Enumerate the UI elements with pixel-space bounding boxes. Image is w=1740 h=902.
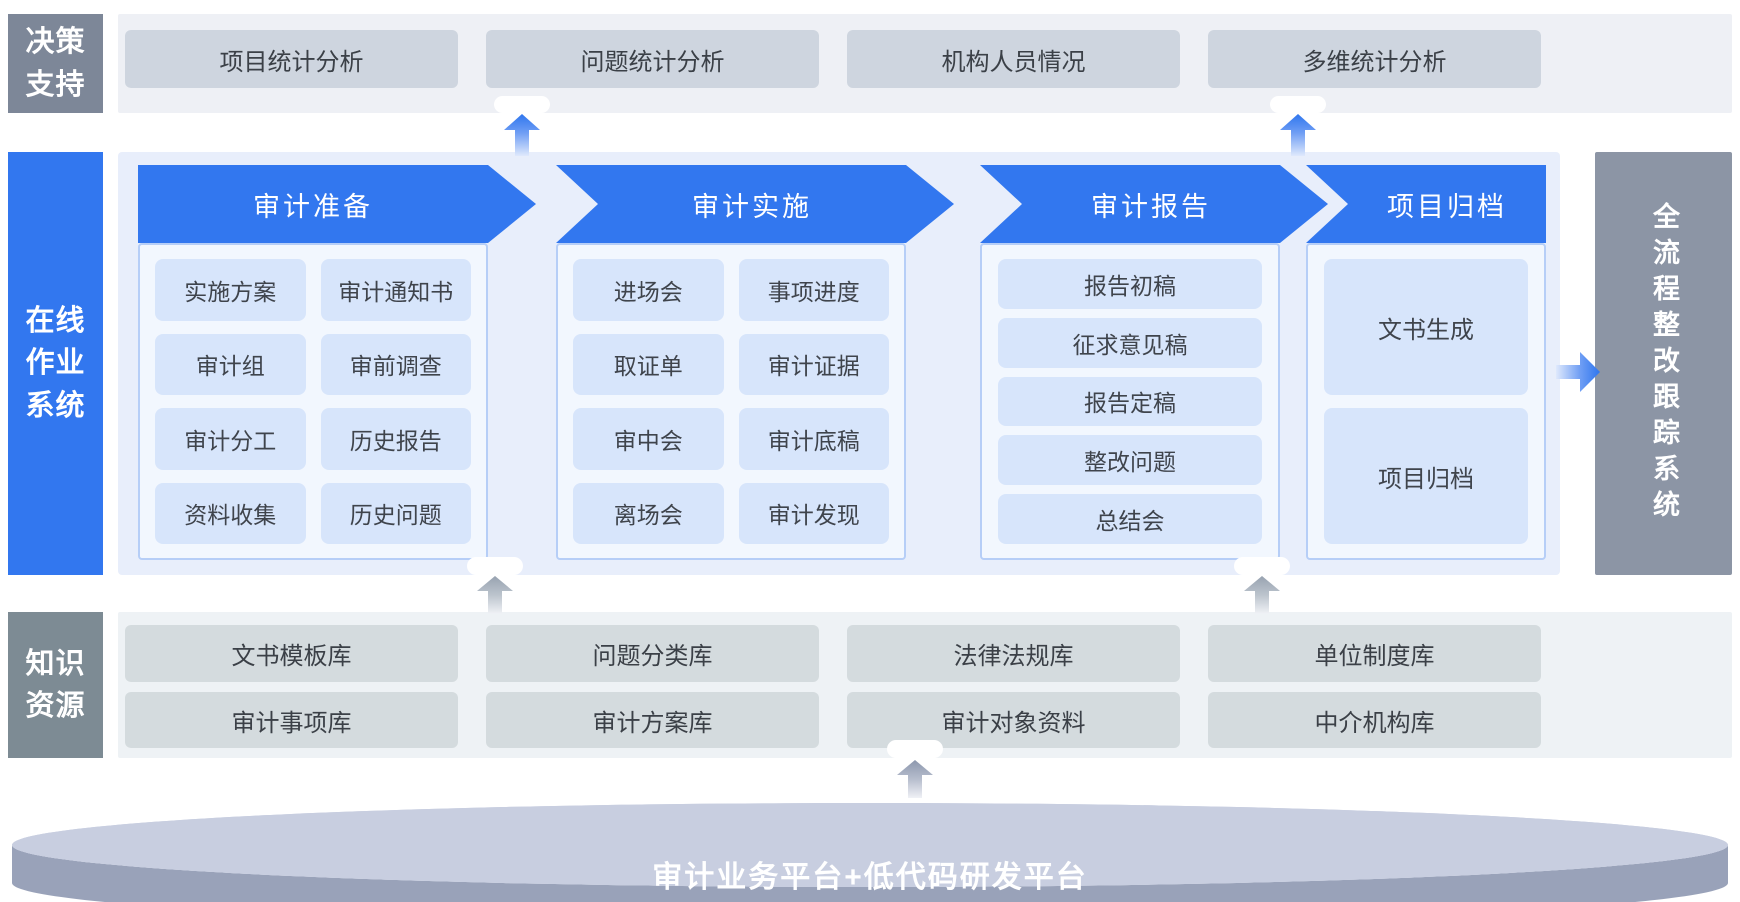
knowledge-item-doc-templates: 文书模板库: [125, 625, 458, 682]
task-chip: 实施方案: [155, 259, 306, 321]
task-chip: 总结会: [998, 494, 1262, 544]
task-chip: 历史报告: [320, 408, 471, 470]
arrow-slot: [887, 740, 943, 758]
platform-disk: [12, 803, 1728, 902]
stage-banner-label: 审计准备: [253, 191, 373, 222]
decision-support-label: 决策支持: [8, 14, 103, 113]
platform-label: 审计业务平台+低代码研发平台: [652, 861, 1088, 894]
task-chip: 审前调查: [320, 333, 471, 395]
task-chip: 审计通知书: [320, 259, 471, 321]
knowledge-item-auditee-data: 审计对象资料: [847, 692, 1180, 748]
tracking-system-label: 全流程整改跟踪系统: [1649, 201, 1679, 526]
task-chip: 报告初稿: [998, 259, 1262, 309]
task-chip: 审计底稿: [738, 408, 889, 470]
task-chip: 审计发现: [738, 482, 889, 544]
stage-banner-label: 审计报告: [1091, 191, 1211, 222]
knowledge-item-intermediaries: 中介机构库: [1208, 692, 1541, 748]
task-chip: 审计组: [155, 333, 306, 395]
stage-banner-label: 审计实施: [692, 191, 812, 222]
decision-support-label-text: 决策支持: [25, 26, 86, 101]
up-arrow-icon: [897, 760, 933, 798]
up-arrow-icon: [1244, 576, 1280, 614]
task-chip: 历史问题: [320, 482, 471, 544]
right-arrow-icon: [1556, 352, 1600, 392]
task-chip: 项目归档: [1324, 408, 1528, 544]
knowledge-item-issue-categories: 问题分类库: [486, 625, 819, 682]
online-system-label-text: 在线作业系统: [25, 305, 86, 422]
decision-item-issue-stats: 问题统计分析: [486, 30, 819, 88]
task-chip: 审计证据: [738, 333, 889, 395]
task-chip: 离场会: [573, 482, 724, 544]
task-chip: 取证单: [573, 333, 724, 395]
up-arrow-icon: [477, 576, 513, 614]
task-chip: 事项进度: [738, 259, 889, 321]
tracking-system-bar: 全流程整改跟踪系统: [1595, 152, 1732, 575]
task-chip: 审中会: [573, 408, 724, 470]
task-chip: 整改问题: [998, 435, 1262, 486]
stage-panel-audit-implement: 进场会 事项进度 取证单 审计证据 审中会 审计底稿 离场会 审计发现: [556, 243, 906, 560]
knowledge-item-audit-matters: 审计事项库: [125, 692, 458, 748]
knowledge-item-audit-plans: 审计方案库: [486, 692, 819, 748]
stage-panel-audit-report: 报告初稿 征求意见稿 报告定稿 整改问题 总结会: [980, 243, 1280, 560]
up-arrow-icon: [504, 114, 540, 156]
arrow-slot: [467, 557, 523, 575]
task-chip: 文书生成: [1324, 259, 1528, 395]
decision-item-multidim-stats: 多维统计分析: [1208, 30, 1541, 88]
stage-banner-audit-implement: 审计实施: [556, 165, 954, 243]
knowledge-label: 知识资源: [8, 612, 103, 758]
decision-item-project-stats: 项目统计分析: [125, 30, 458, 88]
knowledge-label-text: 知识资源: [25, 647, 86, 722]
online-system-label: 在线作业系统: [8, 152, 103, 575]
stage-panel-project-archive: 文书生成 项目归档: [1306, 243, 1546, 560]
knowledge-item-laws: 法律法规库: [847, 625, 1180, 682]
task-chip: 进场会: [573, 259, 724, 321]
knowledge-item-unit-rules: 单位制度库: [1208, 625, 1541, 682]
arrow-slot: [494, 96, 550, 113]
task-chip: 资料收集: [155, 482, 306, 544]
decision-item-org-staff: 机构人员情况: [847, 30, 1180, 88]
task-chip: 审计分工: [155, 408, 306, 470]
stage-banner-audit-report: 审计报告: [980, 165, 1328, 243]
task-chip: 征求意见稿: [998, 317, 1262, 368]
stage-banner-audit-prep: 审计准备: [138, 165, 536, 243]
up-arrow-icon: [1280, 114, 1316, 156]
stage-panel-audit-prep: 实施方案 审计通知书 审计组 审前调查 审计分工 历史报告 资料收集 历史问题: [138, 243, 488, 560]
task-chip: 报告定稿: [998, 376, 1262, 427]
arrow-slot: [1234, 557, 1290, 575]
stage-banner-label: 项目归档: [1387, 191, 1507, 222]
arrow-slot: [1270, 96, 1326, 113]
